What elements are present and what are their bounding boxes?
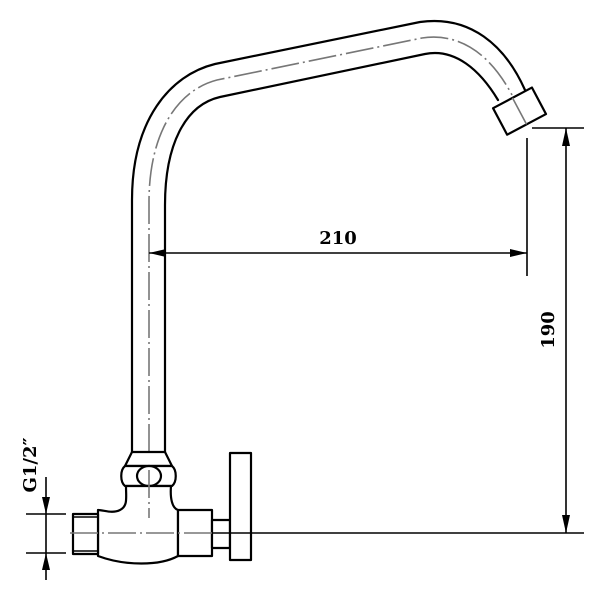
inlet-thread [71, 512, 100, 556]
valve-stem [210, 518, 232, 550]
arrowhead-right [510, 249, 527, 257]
dimension-label-190: 190 [538, 311, 559, 349]
arrowhead-left [149, 249, 166, 257]
valve-body [70, 450, 584, 565]
spout-nozzle [491, 86, 548, 136]
arrowhead-thread-down [42, 497, 50, 514]
arrowhead-up [562, 128, 570, 146]
dimension-reach: 210 [149, 138, 528, 276]
arrowhead-thread-up [42, 553, 50, 570]
dimension-label-thread: G1/2″ [20, 437, 41, 492]
spout-inner-wall [163, 51, 500, 454]
arrowhead-down [562, 515, 570, 533]
pipe-collar [123, 450, 174, 468]
spout-outer-wall [130, 19, 527, 454]
spout-pipe [130, 19, 527, 454]
dimension-thread: G1/2″ [20, 437, 66, 580]
dimension-height: 190 [532, 127, 584, 533]
valve-main-body [96, 484, 180, 565]
valve-handle [228, 451, 253, 562]
dimension-label-210: 210 [319, 228, 357, 249]
spout-centerline [148, 36, 513, 452]
